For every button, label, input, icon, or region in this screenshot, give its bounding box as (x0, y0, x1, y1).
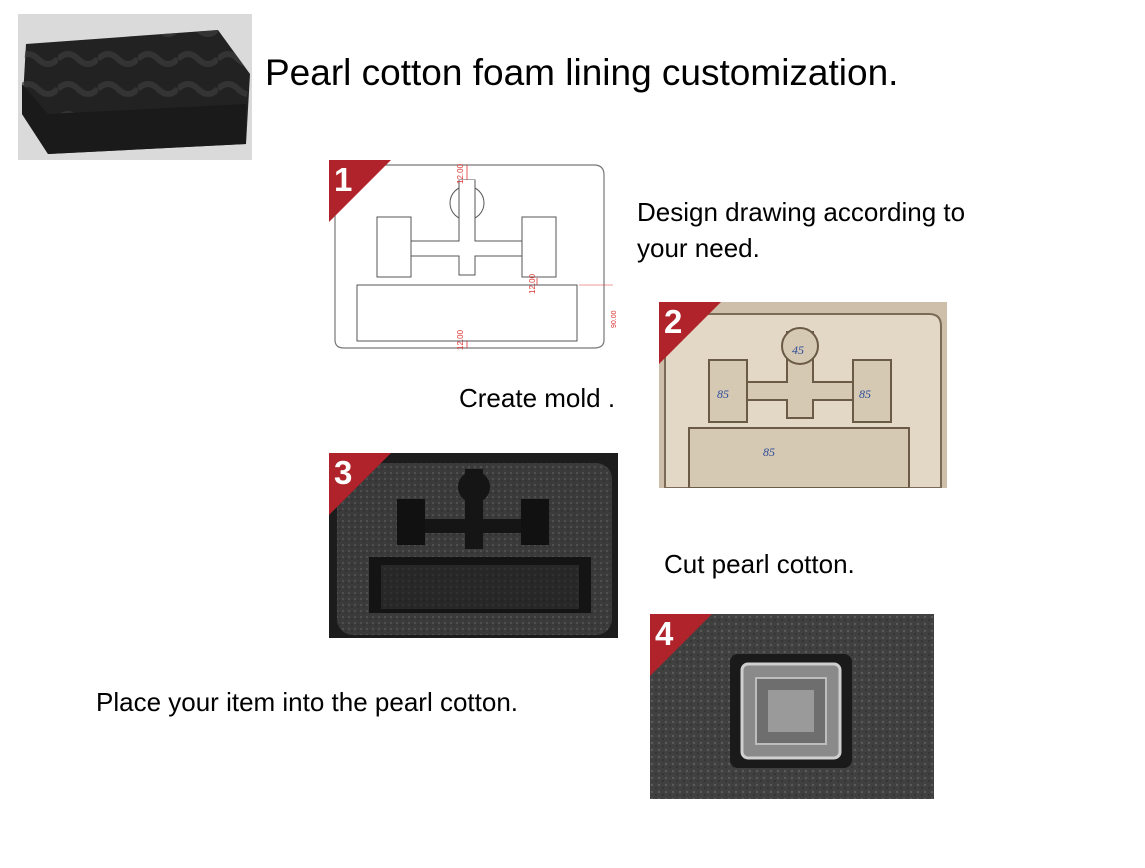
mold-label-right: 85 (859, 387, 871, 401)
step-1-text-line1: Design drawing according to (637, 197, 966, 227)
step-3-badge (329, 453, 391, 515)
mold-label-bottom: 85 (763, 445, 775, 459)
step-3-number: 3 (334, 454, 353, 491)
step-3-text: Cut pearl cotton. (664, 549, 855, 579)
step-1-number: 1 (334, 161, 353, 198)
step-4-number: 4 (655, 615, 674, 652)
step-4-badge (650, 614, 712, 676)
step-2-badge (659, 302, 721, 364)
page-title: Pearl cotton foam lining customization. (265, 52, 899, 93)
step-1-drawing: 12.00 12.00 12.00 90.00 1 (329, 160, 619, 350)
foam-sheet-photo (18, 14, 252, 160)
step-2-mold-photo: 45 85 85 85 2 (659, 302, 947, 488)
dim-bottom-label: 12.00 (456, 329, 465, 350)
step-2-text: Create mold . (459, 383, 616, 413)
dim-mid-label: 12.00 (528, 273, 537, 294)
dim-top-label: 12.00 (456, 163, 465, 184)
step-1-text: Design drawing according to your need. (637, 194, 965, 266)
step-1-badge (329, 160, 391, 222)
step-4-item-photo: 4 (650, 614, 934, 799)
mold-label-left: 85 (717, 387, 729, 401)
dim-right-label: 90.00 (611, 310, 618, 328)
mold-label-center: 45 (792, 343, 804, 357)
step-4-text: Place your item into the pearl cotton. (96, 687, 519, 717)
step-3-foam-photo: 3 (329, 453, 618, 638)
step-2-number: 2 (664, 303, 683, 340)
step-1-text-line2: your need. (637, 233, 760, 263)
